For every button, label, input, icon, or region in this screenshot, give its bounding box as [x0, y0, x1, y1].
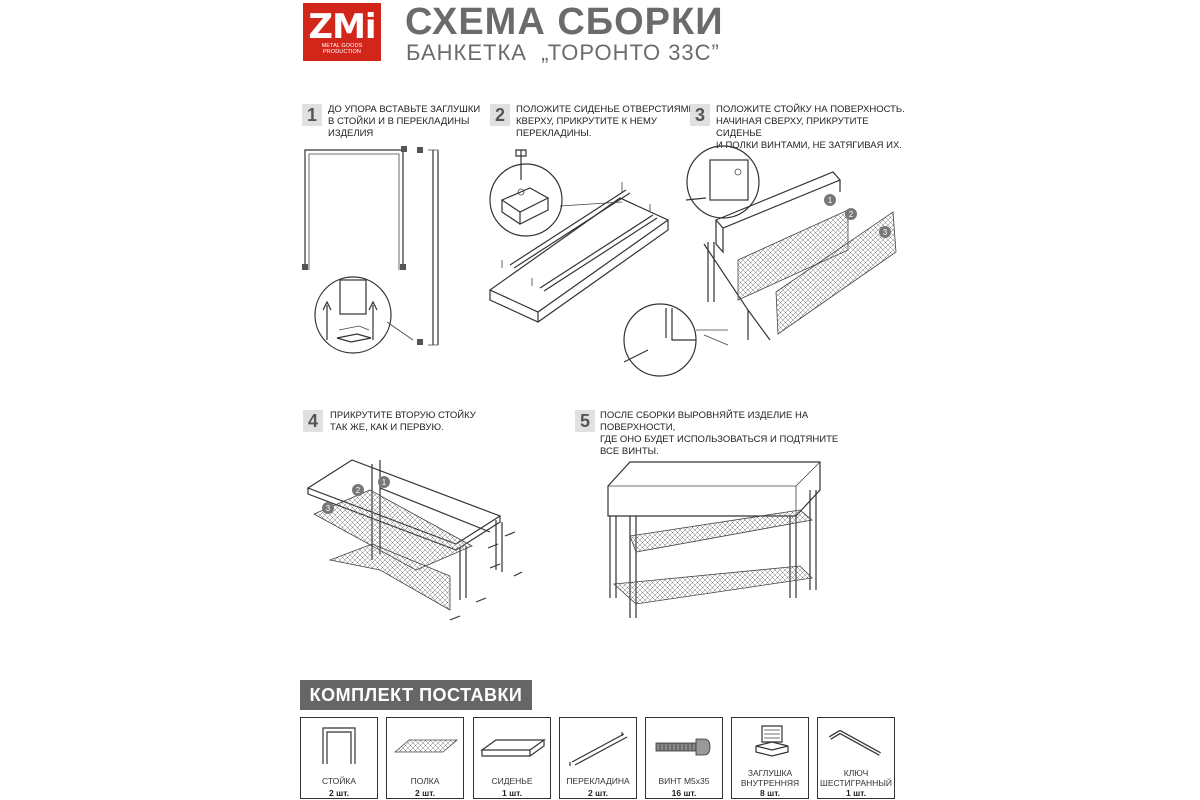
crossbar-icon	[569, 732, 628, 766]
logo-text: ZMi	[308, 7, 376, 47]
step-1-illustration	[302, 146, 439, 354]
kit-item-label: СИДЕНЬЕ	[491, 776, 533, 786]
kit-item-qty: 1 шт.	[502, 788, 522, 798]
callout-1: 1	[828, 196, 833, 205]
step-2-text: ПОЛОЖИТЕ СИДЕНЬЕ ОТВЕРСТИЯМИ КВЕРХУ, ПРИ…	[516, 104, 696, 139]
kit-item-label: ПЕРЕКЛАДИНА	[566, 776, 630, 786]
page-subtitle: БАНКЕТКА „ТОРОНТО 33С”	[406, 40, 720, 65]
kit-item-qty: 2 шт.	[329, 788, 349, 798]
kit-item-qty: 2 шт.	[588, 788, 608, 798]
step-5-number: 5	[575, 410, 595, 432]
plug-icon	[755, 725, 789, 757]
kit-item-seat: СИДЕНЬЕ 1 шт.	[473, 717, 551, 799]
hex-key-icon	[828, 730, 881, 756]
kit-item-qty: 1 шт.	[846, 788, 866, 798]
step-4-text: ПРИКРУТИТЕ ВТОРУЮ СТОЙКУ ТАК ЖЕ, КАК И П…	[330, 410, 476, 433]
step-2-illustration	[488, 149, 670, 323]
page-title: СХЕМА СБОРКИ	[405, 1, 724, 43]
step-2-number: 2	[490, 104, 510, 126]
kit-item-hex-key: КЛЮЧ ШЕСТИГРАННЫЙ 1 шт.	[817, 717, 895, 799]
kit-item-qty: 8 шт.	[760, 788, 780, 798]
kit-item-label: ЗАГЛУШКА ВНУТРЕННЯЯ	[740, 768, 800, 788]
callout-1: 1	[382, 478, 387, 487]
step-5-text: ПОСЛЕ СБОРКИ ВЫРОВНЯЙТЕ ИЗДЕЛИЕ НА ПОВЕР…	[600, 410, 839, 457]
logo-subtext: METAL GOODS PRODUCTION	[321, 43, 363, 55]
kit-heading: КОМПЛЕКТ ПОСТАВКИ	[300, 680, 532, 710]
seat-board-icon	[480, 739, 546, 757]
kit-item-label: ВИНТ М5х35	[658, 776, 710, 786]
kit-item-crossbar: ПЕРЕКЛАДИНА 2 шт.	[559, 717, 637, 799]
callout-2: 2	[356, 486, 361, 495]
callout-3: 3	[326, 504, 331, 513]
callout-3: 3	[883, 228, 888, 237]
screw-icon	[655, 738, 711, 756]
mesh-shelf-icon	[393, 739, 459, 753]
step-1-text: ДО УПОРА ВСТАВЬТЕ ЗАГЛУШКИ В СТОЙКИ И В …	[328, 104, 481, 139]
frame-icon	[322, 727, 356, 764]
kit-item-label: КЛЮЧ ШЕСТИГРАННЫЙ	[820, 768, 892, 788]
kit-item-qty: 16 шт.	[671, 788, 697, 798]
step-1-number: 1	[302, 104, 322, 126]
kit-item-label: ПОЛКА	[410, 776, 440, 786]
step-4-number: 4	[303, 410, 323, 432]
step-4-illustration: 1 2 3	[306, 459, 523, 621]
step-3-number: 3	[690, 104, 710, 126]
step-3-text: ПОЛОЖИТЕ СТОЙКУ НА ПОВЕРХНОСТЬ. НАЧИНАЯ …	[716, 104, 905, 151]
step-3-illustration: 1 2 3	[623, 145, 897, 377]
kit-item-frame: СТОЙКА 2 шт.	[300, 717, 378, 799]
step-5-illustration	[607, 461, 821, 618]
kit-item-qty: 2 шт.	[415, 788, 435, 798]
callout-2: 2	[849, 210, 854, 219]
brand-logo: ZMi METAL GOODS PRODUCTION	[303, 3, 381, 61]
kit-item-screw: ВИНТ М5х35 16 шт.	[645, 717, 723, 799]
kit-item-plug: ЗАГЛУШКА ВНУТРЕННЯЯ 8 шт.	[731, 717, 809, 799]
kit-item-shelf: ПОЛКА 2 шт.	[386, 717, 464, 799]
kit-item-label: СТОЙКА	[321, 776, 356, 786]
